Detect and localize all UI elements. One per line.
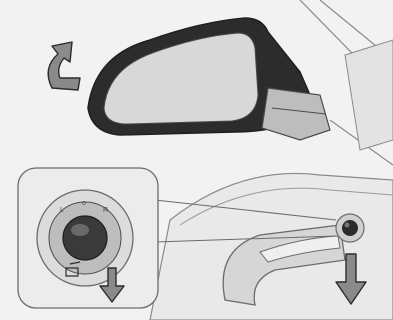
knob-mark-left: L [60, 207, 64, 214]
door-switch-knob [342, 220, 358, 236]
knob-highlight [71, 224, 89, 236]
door-switch-highlight [345, 223, 350, 228]
knob-mark-center: o [82, 200, 86, 207]
mirror-control-knob [63, 216, 107, 260]
knob-mark-right: R [103, 207, 108, 214]
